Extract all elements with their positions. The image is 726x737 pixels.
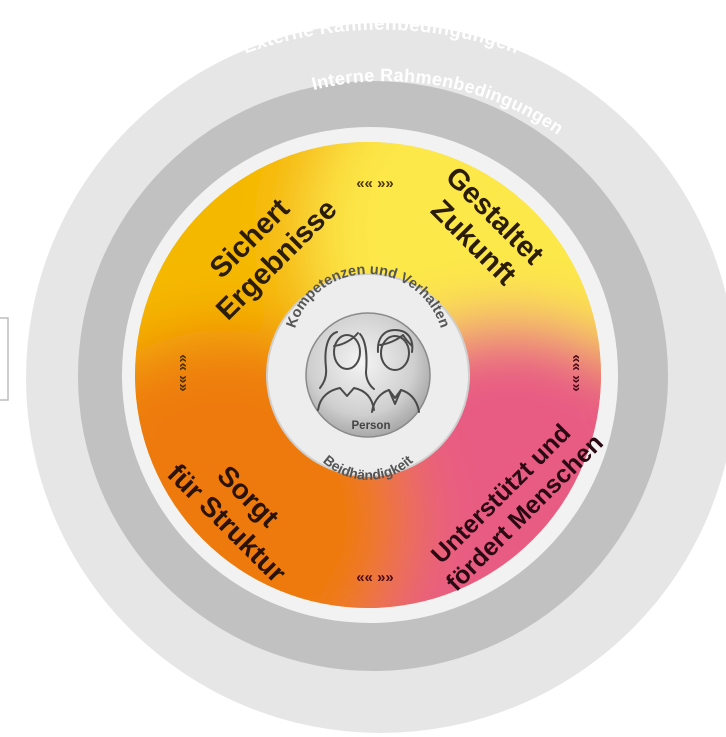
connector-bottom-icon: «« »»	[356, 569, 394, 586]
center-inner-disc	[305, 312, 431, 438]
svg-text:«« »»: «« »»	[175, 354, 192, 392]
left-edge-box	[0, 317, 9, 401]
center-shadow	[266, 273, 470, 477]
people-icon	[317, 329, 420, 413]
connector-left-icon: «« »»	[175, 354, 192, 392]
connector-top-icon: «« »»	[356, 175, 394, 192]
person-label: Person	[352, 420, 391, 432]
connector-right-icon: «« »»	[567, 354, 584, 392]
svg-text:«« »»: «« »»	[567, 354, 584, 392]
